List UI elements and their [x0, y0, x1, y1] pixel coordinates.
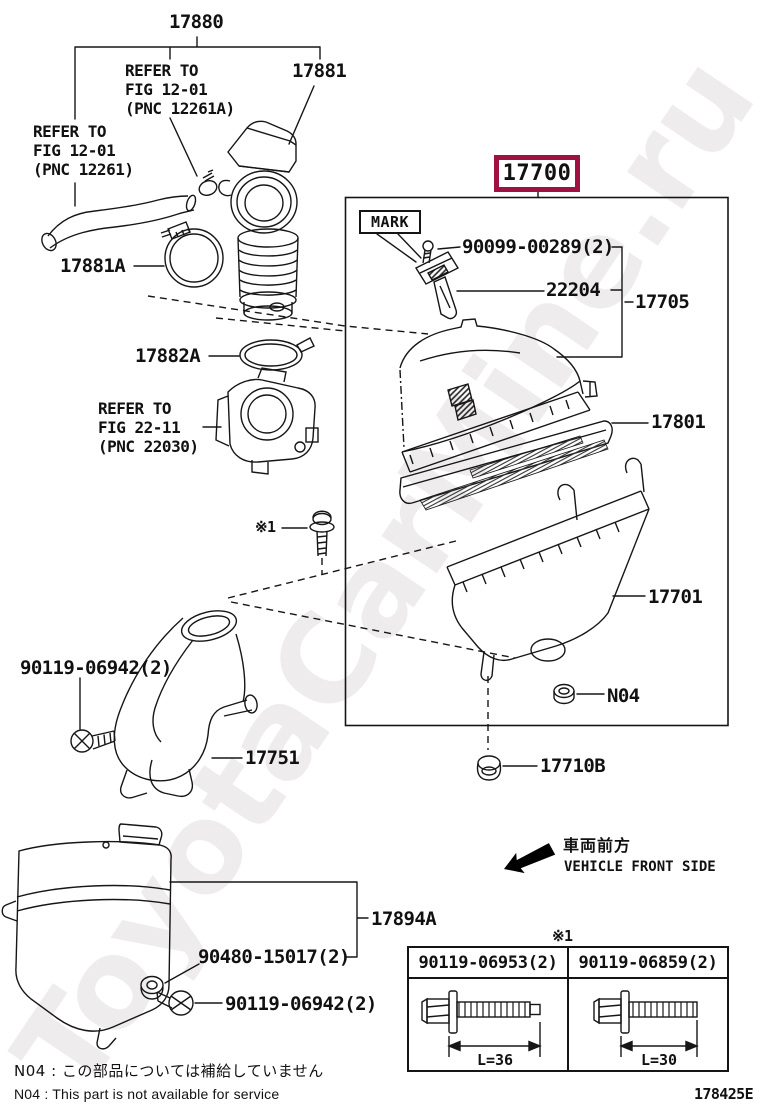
callout-90119-06942-intake: 90119-06942(2)	[20, 657, 172, 679]
air-duct-17881-drawing	[218, 120, 299, 321]
callout-17710B: 17710B	[540, 755, 606, 777]
callout-17801: 17801	[651, 411, 706, 433]
callout-90119-06942-resonator: 90119-06942(2)	[225, 993, 377, 1015]
resonator-17894A-drawing	[1, 823, 172, 1050]
drawing-code: 178425E	[694, 1085, 754, 1103]
callout-17882A: 17882A	[135, 345, 201, 367]
bolt-table-ref-mark: ※1	[552, 927, 573, 945]
callout-asterisk1-mid: ※1	[255, 518, 276, 536]
callout-17894A: 17894A	[371, 908, 437, 930]
callout-17701: 17701	[648, 586, 703, 608]
callout-17751: 17751	[245, 747, 300, 769]
inlet-duct-17751-drawing	[113, 610, 258, 799]
front-side-label-jp: 車両前方	[563, 836, 632, 855]
bolt-length-left: L=36	[476, 1051, 514, 1069]
callout-n04: N04	[607, 685, 640, 707]
filter-element-17801-drawing	[399, 420, 613, 511]
callout-17881A: 17881A	[60, 255, 126, 277]
nut-n04-drawing	[553, 683, 575, 705]
callout-90099-00289: 90099-00289(2)	[462, 236, 614, 258]
front-side-label-en: VEHICLE FRONT SIDE	[564, 859, 716, 875]
callout-22204: 22204	[546, 279, 601, 301]
footnote-jp: N04 : この部品については補給していません	[14, 1062, 324, 1080]
highlighted-part-number: 17700	[502, 161, 572, 186]
callout-17881: 17881	[292, 60, 347, 82]
bolt-spec-table: 90119-06953(2) 90119-06859(2)	[407, 946, 729, 1072]
sensor-22204-drawing	[414, 240, 460, 320]
clamp-17882A-drawing	[239, 337, 315, 371]
front-direction-arrow	[504, 843, 556, 874]
bolt-90119-06859-drawing	[593, 990, 699, 1057]
callout-refer-fig12-01-a: REFER TO FIG 12-01 (PNC 12261A)	[125, 61, 235, 118]
air-cleaner-cap-drawing	[399, 318, 598, 473]
callout-17880: 17880	[169, 11, 224, 33]
bolt-table-body-row	[409, 979, 727, 1070]
mark-tag: MARK	[359, 210, 421, 234]
footnote-en: N04 : This part is not available for ser…	[14, 1086, 280, 1102]
flange-bolt-ast1-drawing	[309, 510, 335, 557]
highlighted-part-17700: 17700	[494, 155, 580, 192]
callout-17705: 17705	[635, 291, 690, 313]
bolt-table-header-left: 90119-06953(2)	[409, 948, 569, 977]
air-cleaner-case-17701-drawing	[446, 457, 650, 681]
dashed-reference-lines	[147, 295, 516, 750]
bolt-table-header-row: 90119-06953(2) 90119-06859(2)	[409, 948, 727, 979]
callout-refer-fig12-01-b: REFER TO FIG 12-01 (PNC 12261)	[33, 122, 134, 179]
bolt-table-header-right: 90119-06859(2)	[578, 952, 718, 973]
clamp-17881A-drawing	[160, 221, 224, 288]
bolt-table-cell-left	[409, 979, 569, 1070]
bolt-length-right: L=30	[640, 1051, 678, 1069]
throttle-body-drawing	[215, 367, 319, 475]
bolt-90119-upper-drawing	[70, 729, 116, 753]
spacer-and-bolt-lower-drawing	[140, 975, 194, 1016]
bolt-90119-06953-drawing	[421, 990, 542, 1057]
mark-tag-label: MARK	[370, 213, 410, 231]
hose-drawing	[41, 169, 218, 252]
callout-refer-fig22-11: REFER TO FIG 22-11 (PNC 22030)	[98, 399, 199, 456]
assembly-box-17700	[344, 196, 729, 727]
leader-lines	[74, 36, 649, 1004]
grommet-17710B-drawing	[476, 755, 502, 781]
callout-90480-15017: 90480-15017(2)	[198, 946, 350, 968]
